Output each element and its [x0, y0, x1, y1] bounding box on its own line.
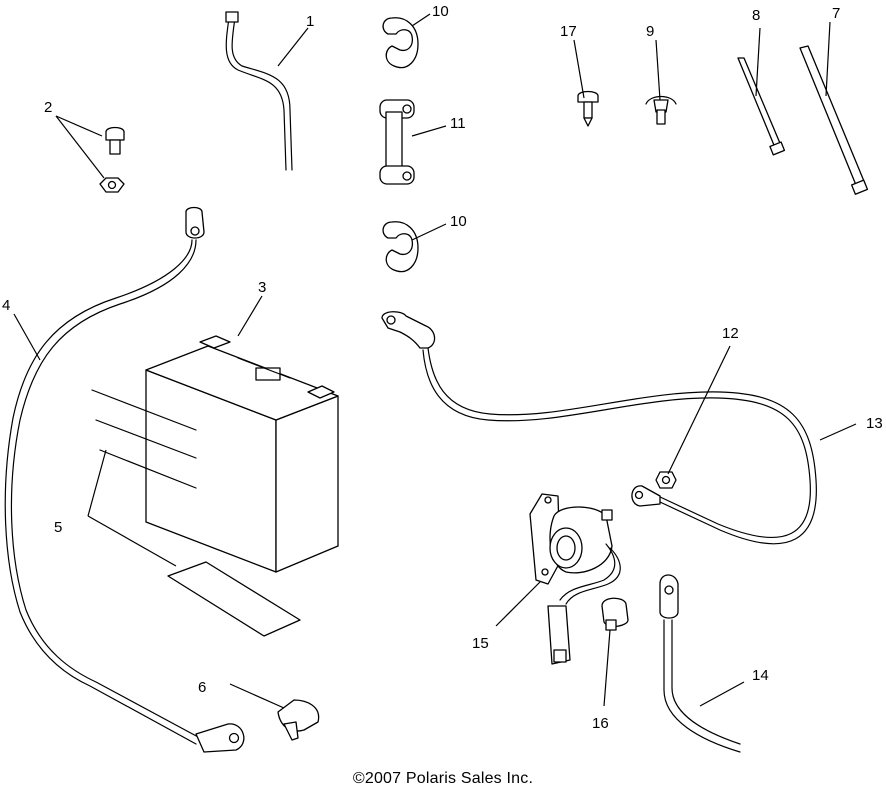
part-1-cable	[225, 11, 293, 171]
part-10-clip-top	[382, 17, 419, 69]
part-12-nut	[655, 471, 677, 489]
callout-9: 9	[646, 23, 654, 40]
callout-4: 4	[2, 297, 10, 314]
callout-14: 14	[752, 667, 769, 684]
callout-7: 7	[832, 5, 840, 22]
part-11-strap	[379, 99, 415, 185]
part-3-battery	[145, 335, 339, 573]
callout-16: 16	[592, 715, 609, 732]
callout-1: 1	[306, 13, 314, 30]
part-9-push-clip	[645, 95, 677, 125]
part-13-cable	[381, 311, 817, 545]
callout-8: 8	[752, 7, 760, 24]
callout-6: 6	[198, 679, 206, 696]
callout-17: 17	[560, 23, 577, 40]
callout-11: 11	[450, 115, 466, 132]
callout-10-top: 10	[432, 3, 449, 20]
part-15-solenoid	[529, 493, 621, 665]
callout-13: 13	[866, 415, 883, 432]
callout-10-mid: 10	[450, 213, 467, 230]
callout-3: 3	[258, 279, 266, 296]
leader-lines	[13, 13, 857, 709]
copyright-notice: ©2007 Polaris Sales Inc.	[352, 770, 534, 787]
callout-5: 5	[54, 519, 62, 536]
callout-2: 2	[44, 99, 52, 116]
part-14-cable	[659, 574, 741, 753]
part-4-battery-cable	[4, 206, 245, 753]
part-7-cable-tie	[799, 45, 869, 195]
part-8-cable-tie	[737, 57, 786, 156]
part-10-clip-mid	[382, 221, 419, 273]
part-2-bolt-nut	[99, 126, 125, 193]
part-6-bolt	[277, 699, 320, 741]
part-5-battery-pads	[91, 389, 301, 637]
callout-15: 15	[472, 635, 489, 652]
part-17-push-rivet	[577, 90, 599, 127]
part-16-bolt	[601, 597, 629, 631]
callout-numbers: 1 10 11 10 17 9 8 7 2 3 4 5 6 12 13 15 1…	[2, 3, 883, 732]
callout-12: 12	[722, 325, 739, 342]
